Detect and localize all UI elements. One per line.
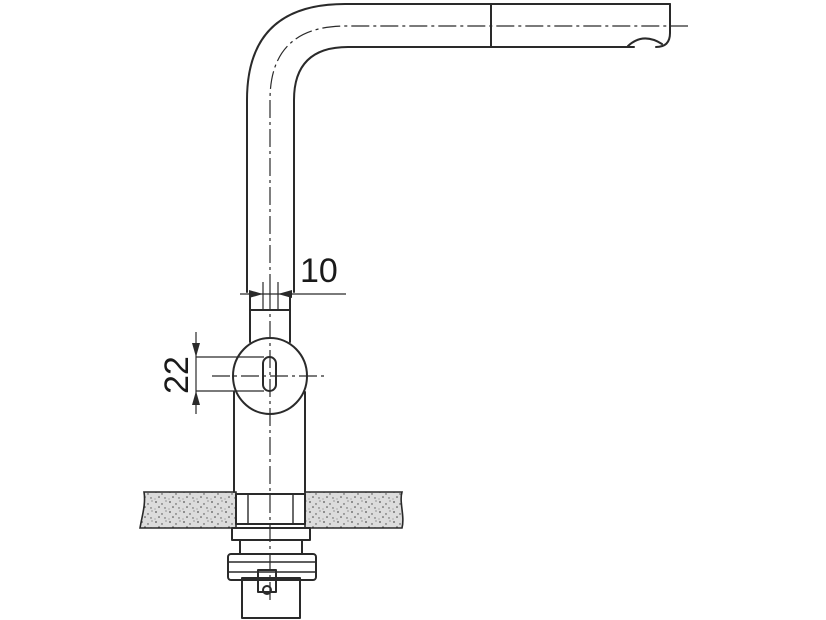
connector-block — [241, 577, 301, 619]
spout — [246, 3, 688, 293]
dim-height-arrow-bottom — [192, 391, 200, 405]
connector-clip — [257, 569, 277, 593]
mounting-hardware — [227, 493, 317, 619]
dimension-width: 10 — [240, 252, 346, 310]
dim-width-label: 10 — [300, 252, 338, 290]
shank-nut — [239, 539, 303, 555]
dim-height-label: 22 — [158, 356, 196, 394]
spout-inner-outline — [293, 46, 635, 293]
dimension-height: 22 — [158, 332, 264, 414]
connector-pin — [262, 585, 272, 595]
spout-centerline — [269, 25, 688, 292]
dim-height-arrow-top — [192, 343, 200, 357]
base-flange — [235, 493, 306, 525]
countertop — [139, 491, 404, 529]
spout-tip — [655, 3, 671, 48]
dim-width-arrow-left — [249, 290, 263, 298]
spout-aerator — [627, 37, 663, 47]
spout-outer-outline — [246, 3, 671, 293]
shank-plate — [231, 527, 311, 541]
faucet-body — [212, 291, 328, 600]
countertop-right — [304, 491, 404, 529]
dim-width-arrow-right — [278, 290, 292, 298]
fixing-nut — [227, 553, 317, 581]
countertop-left — [139, 491, 237, 529]
